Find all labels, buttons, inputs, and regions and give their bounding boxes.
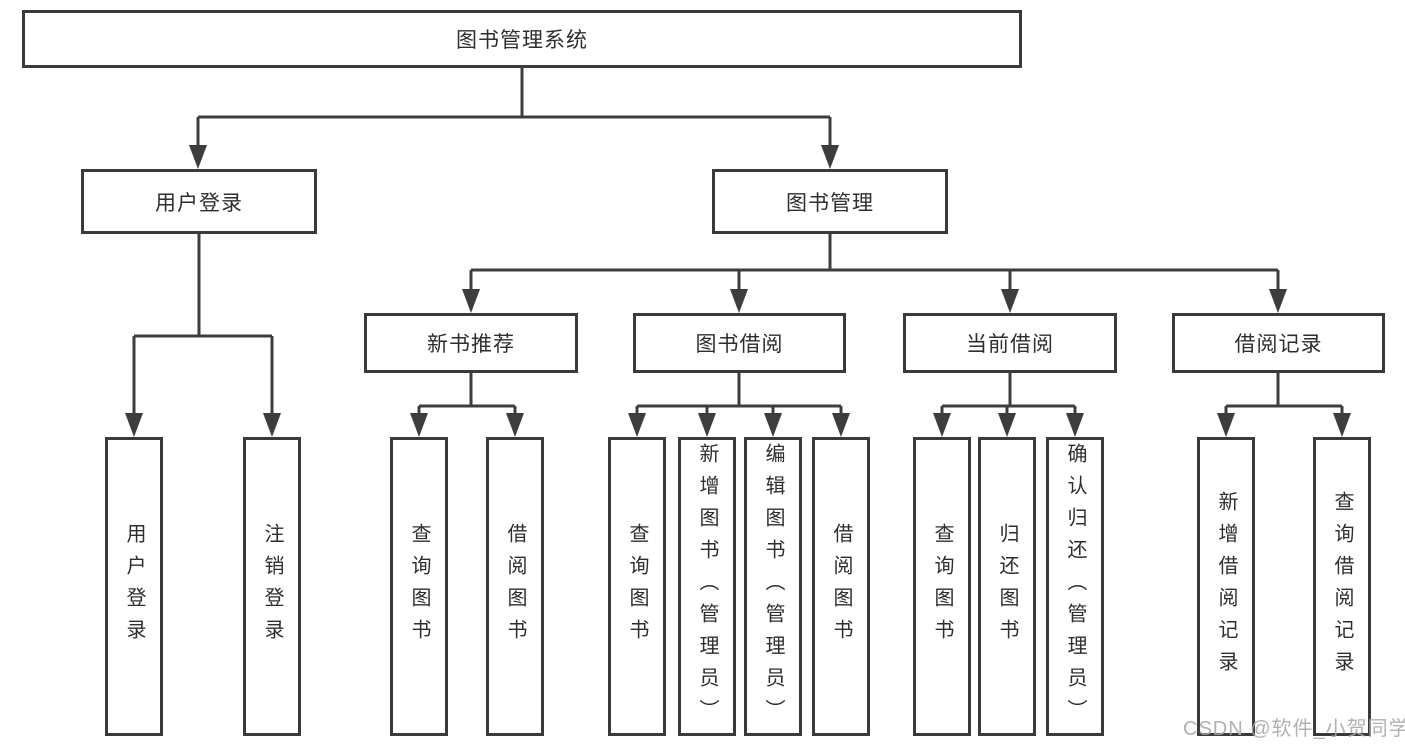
node-leaf-edit-books-admin: 编辑图书（管理员） <box>744 437 802 736</box>
arrowhead-icon <box>189 145 207 169</box>
arrowhead-icon <box>410 413 428 437</box>
node-leaf-borrow-books-recommend: 借阅图书 <box>486 437 544 736</box>
node-module-borrow-records: 借阅记录 <box>1172 313 1385 373</box>
node-leaf-logout: 注销登录 <box>243 437 301 736</box>
node-label: 新增图书（管理员） <box>696 442 718 731</box>
arrowhead-icon <box>1333 413 1351 437</box>
node-label: 当前借阅 <box>966 333 1054 356</box>
node-leaf-query-borrow-record: 查询借阅记录 <box>1313 437 1371 736</box>
node-module-current-borrow: 当前借阅 <box>903 313 1117 373</box>
node-book-management-branch: 图书管理 <box>712 169 948 234</box>
node-label: 用户登录 <box>123 522 145 651</box>
node-label: 确认归还（管理员） <box>1064 442 1086 731</box>
arrowhead-icon <box>821 145 839 169</box>
node-label: 查询图书 <box>626 522 648 651</box>
node-label: 编辑图书（管理员） <box>762 442 784 731</box>
arrowhead-icon <box>628 413 646 437</box>
node-root-system: 图书管理系统 <box>22 10 1022 68</box>
node-leaf-borrow-books: 借阅图书 <box>812 437 870 736</box>
node-leaf-add-books-admin: 新增图书（管理员） <box>678 437 736 736</box>
arrowhead-icon <box>832 413 850 437</box>
node-label: 新书推荐 <box>427 333 515 356</box>
node-label: 借阅图书 <box>830 522 852 651</box>
arrowhead-icon <box>933 413 951 437</box>
node-label: 查询借阅记录 <box>1331 490 1353 683</box>
node-label: 注销登录 <box>261 522 283 651</box>
arrowhead-icon <box>462 289 480 313</box>
arrowhead-icon <box>698 413 716 437</box>
arrowhead-icon <box>1269 289 1287 313</box>
arrowhead-icon <box>506 413 524 437</box>
arrowhead-icon <box>125 413 143 437</box>
node-leaf-add-borrow-record: 新增借阅记录 <box>1197 437 1255 736</box>
node-module-new-book-recommend: 新书推荐 <box>364 313 578 373</box>
node-label: 查询图书 <box>408 522 430 651</box>
node-label: 查询图书 <box>931 522 953 651</box>
node-leaf-query-books-recommend: 查询图书 <box>390 437 448 736</box>
arrowhead-icon <box>730 289 748 313</box>
arrowhead-icons <box>125 145 1351 437</box>
arrowhead-icon <box>1066 413 1084 437</box>
node-label: 图书借阅 <box>695 333 784 356</box>
node-label: 图书管理 <box>786 191 874 215</box>
arrowhead-icon <box>1001 289 1019 313</box>
node-label: 图书管理系统 <box>456 29 588 52</box>
node-label: 用户登录 <box>155 191 243 215</box>
node-label: 归还图书 <box>996 522 1018 651</box>
arrowhead-icon <box>1217 413 1235 437</box>
node-leaf-user-login: 用户登录 <box>105 437 163 736</box>
node-module-book-borrow: 图书借阅 <box>633 313 846 373</box>
node-leaf-confirm-return-admin: 确认归还（管理员） <box>1046 437 1104 736</box>
node-leaf-query-books-borrow: 查询图书 <box>608 437 666 736</box>
connector-lines <box>132 68 1344 415</box>
node-label: 借阅记录 <box>1234 333 1323 356</box>
arrowhead-icon <box>263 413 281 437</box>
arrowhead-icon <box>764 413 782 437</box>
node-leaf-query-books-current: 查询图书 <box>913 437 971 736</box>
node-user-login-branch: 用户登录 <box>81 169 317 234</box>
node-label: 新增借阅记录 <box>1215 490 1237 683</box>
csdn-watermark: CSDN @软件_小贺同学 <box>1183 718 1405 740</box>
node-label: 借阅图书 <box>504 522 526 651</box>
node-leaf-return-books: 归还图书 <box>978 437 1036 736</box>
arrowhead-icon <box>998 413 1016 437</box>
